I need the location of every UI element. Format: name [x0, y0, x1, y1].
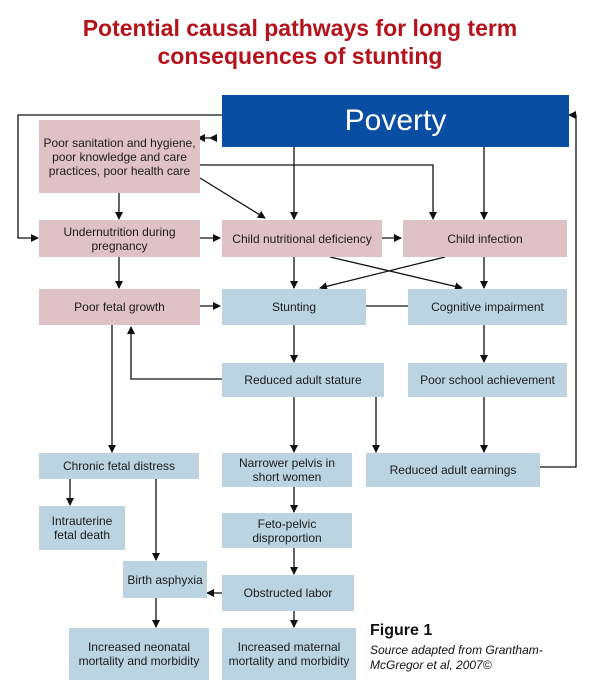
obstructed-labor-box: Obstructed labor	[222, 575, 354, 611]
stunting-box: Stunting	[222, 289, 366, 325]
arrow-earnings-poverty	[540, 111, 577, 468]
increased-maternal-box: Increased maternal mortality and morbidi…	[222, 628, 356, 680]
chronic-fetal-distress-box: Chronic fetal distress	[39, 453, 199, 479]
figure-label: Figure 1	[370, 622, 433, 639]
diagram-title-line-2: consequences of stunting	[157, 43, 443, 69]
arrow-poverty-undernutrition	[17, 114, 222, 242]
poverty-box: Poverty	[222, 95, 569, 147]
arrow-sanitation-infection	[200, 164, 437, 220]
child-nutritional-deficiency-box: Child nutritional deficiency	[222, 220, 382, 257]
increased-neonatal-box: Increased neonatal mortality and morbidi…	[69, 628, 209, 680]
diagram-title-line-1: Potential causal pathways for long term	[82, 15, 518, 41]
narrower-pelvis-box: Narrower pelvis in short women	[222, 453, 352, 487]
poor-fetal-growth-box: Poor fetal growth	[39, 289, 200, 325]
arrow-sanitation-nutrition	[199, 177, 266, 219]
birth-asphyxia-box: Birth asphyxia	[123, 561, 207, 598]
poor-school-achievement-box: Poor school achievement	[408, 363, 567, 397]
cognitive-impairment-box: Cognitive impairment	[408, 289, 567, 325]
undernutrition-pregnancy-box: Undernutrition during pregnancy	[39, 220, 200, 257]
arrow-infection-stunting	[319, 256, 446, 291]
figure-source: Source adapted from Grantham-McGregor et…	[370, 643, 543, 672]
feto-pelvic-disproportion-box: Feto-pelvic disproportion	[222, 513, 352, 548]
reduced-adult-stature-box: Reduced adult stature	[222, 363, 384, 397]
intrauterine-fetal-death-box: Intrauterine fetal death	[39, 506, 125, 550]
child-infection-box: Child infection	[403, 220, 567, 257]
arrow-stature-fetal	[127, 326, 222, 380]
reduced-adult-earnings-box: Reduced adult earnings	[366, 453, 540, 487]
poor-sanitation-box: Poor sanitation and hygiene, poor knowle…	[39, 120, 200, 193]
arrow-nutrition-cognitive	[329, 256, 463, 291]
